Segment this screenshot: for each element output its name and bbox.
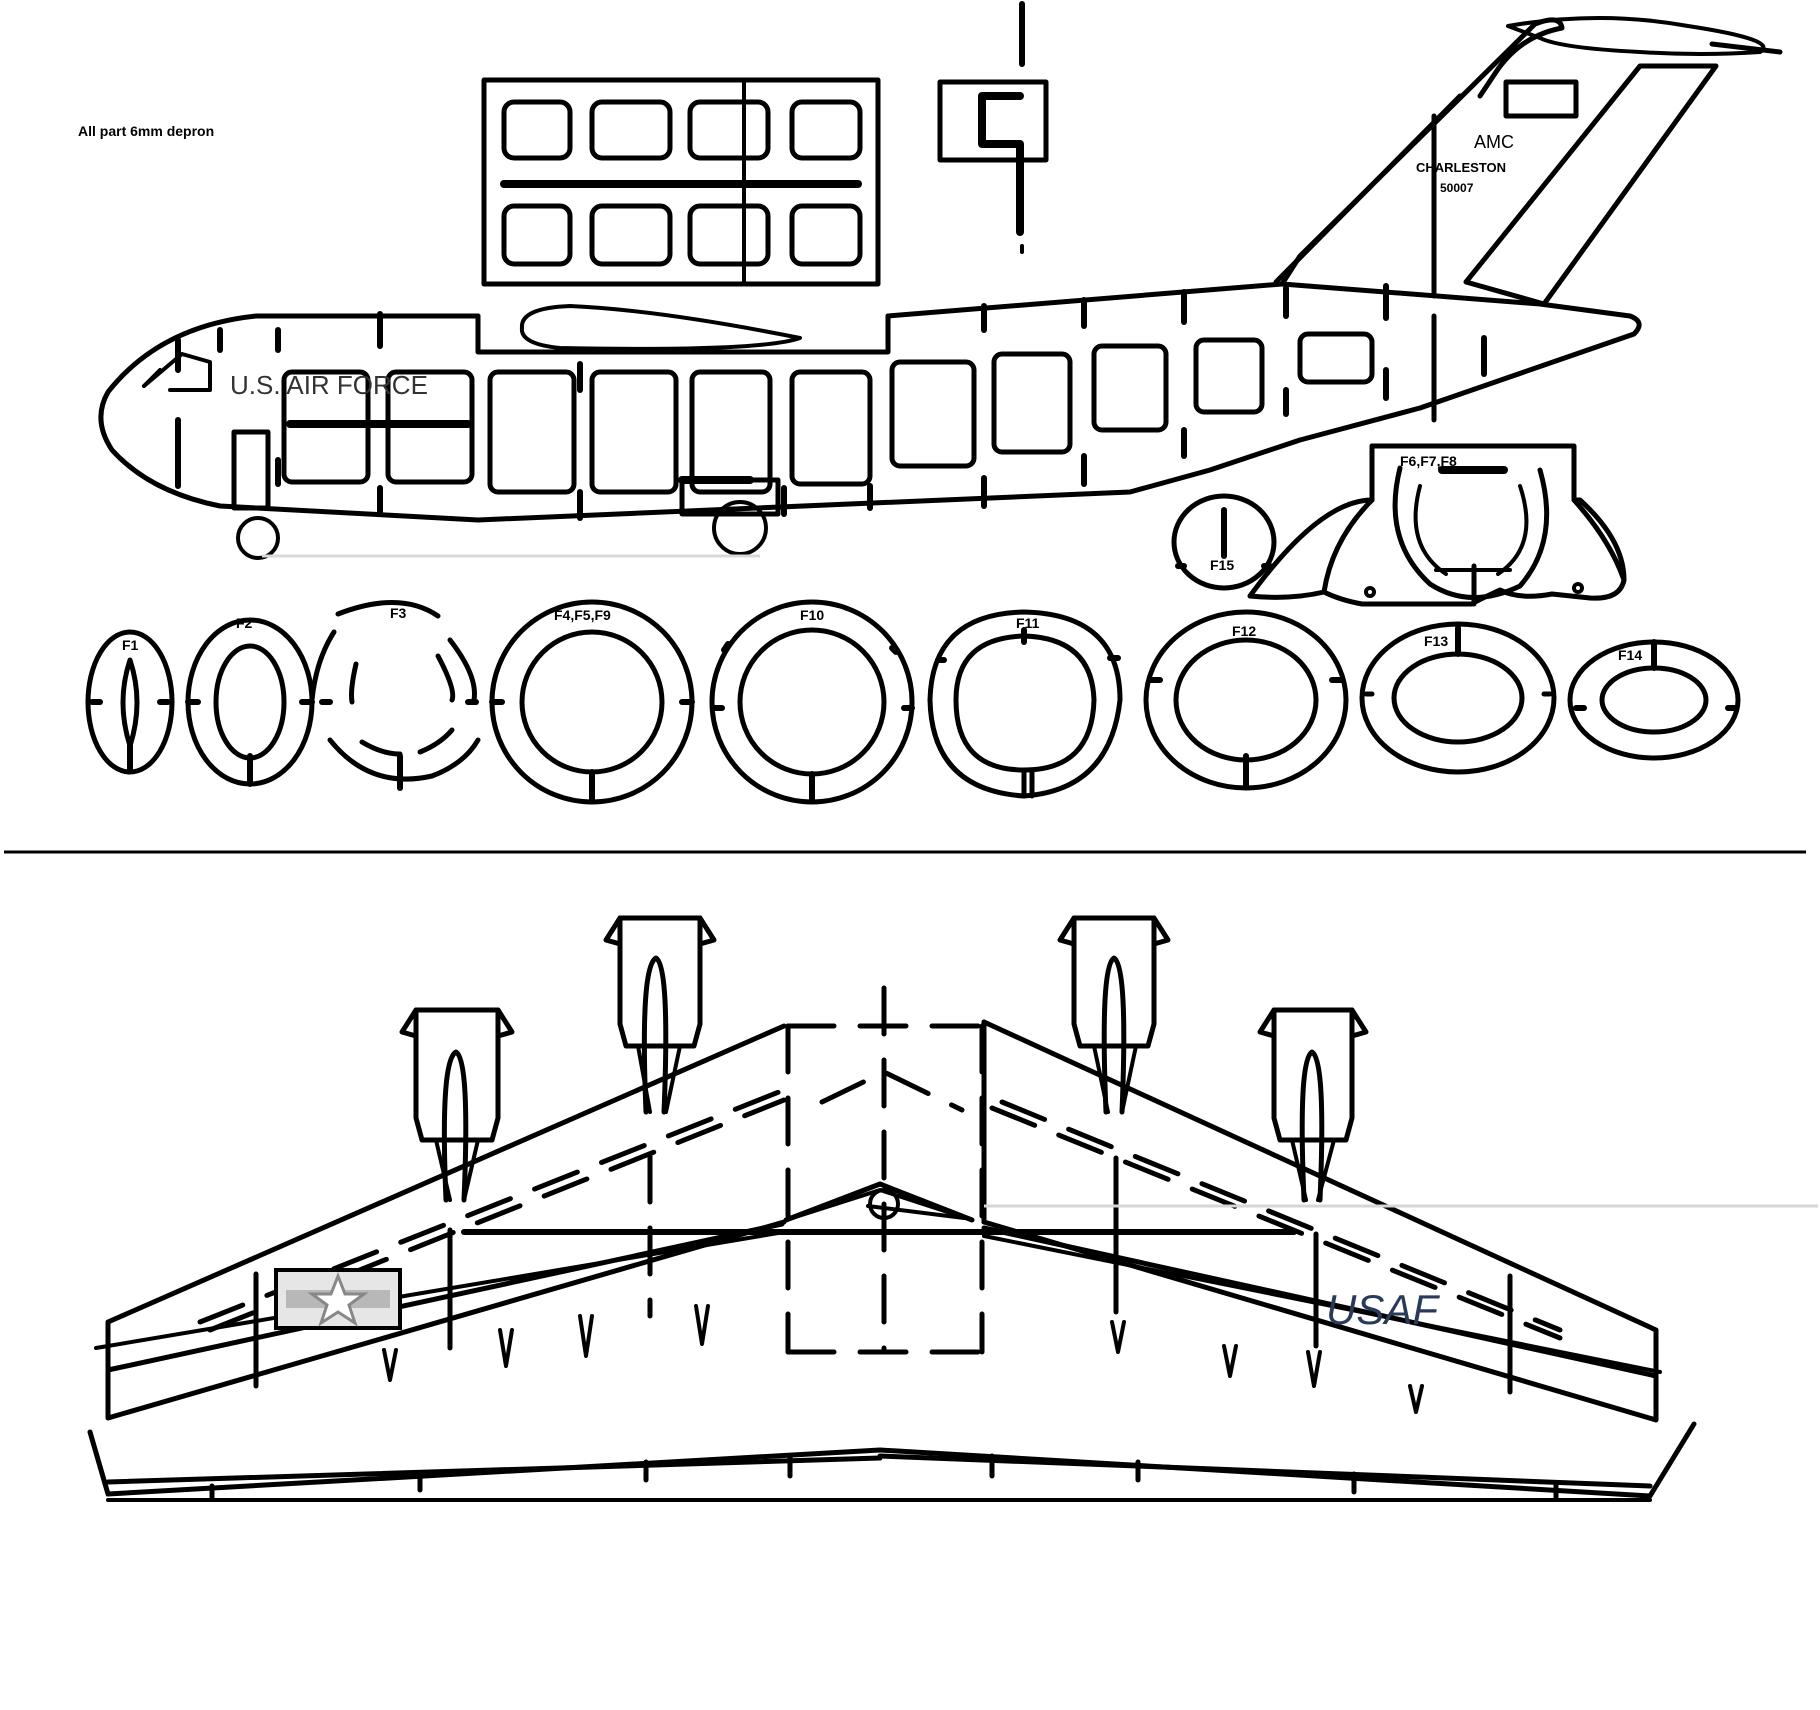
former-label-f4: F4,F5,F9 [554, 607, 611, 623]
tail-marking-amc: AMC [1474, 132, 1514, 152]
former-f12: F12 [1143, 609, 1349, 791]
fuselage-side-view: U.S. AIR FORCE AMC CHARLESTON 50007 [98, 16, 1783, 560]
former-label-f2: F2 [236, 615, 253, 631]
engine-right-inner [1057, 915, 1171, 1115]
engine-left-outer [399, 1007, 515, 1203]
former-f11: F11 [927, 609, 1123, 799]
material-note: All part 6mm depron [78, 123, 214, 139]
engine-left-inner [603, 915, 717, 1115]
former-label-f14: F14 [1618, 647, 1642, 663]
wing-marking: USAF [1326, 1286, 1440, 1333]
former-label-f13: F13 [1424, 633, 1448, 649]
former-f2: F2 [185, 615, 315, 787]
former-label-f12: F12 [1232, 623, 1256, 639]
former-f15: F15 [1171, 493, 1277, 591]
former-label-f6: F6,F7,F8 [1400, 453, 1457, 469]
former-f14: F14 [1567, 639, 1741, 761]
fuselage-marking: U.S. AIR FORCE [230, 370, 428, 400]
former-label-f15: F15 [1210, 557, 1234, 573]
wing-plan-view: USAF [87, 985, 1697, 1502]
star-insignia-icon [274, 1268, 402, 1330]
cargo-door-panel [481, 77, 881, 287]
former-f4-f5-f9: F4,F5,F9 [489, 599, 695, 805]
former-f1: F1 [85, 629, 175, 775]
former-f10: F10 [709, 599, 915, 805]
tail-marking-base: CHARLESTON [1416, 160, 1506, 175]
former-label-f1: F1 [122, 637, 139, 653]
former-f3: F3 [309, 600, 481, 791]
former-label-f11: F11 [1016, 615, 1040, 631]
former-f6-f7-f8: F6,F7,F8 [1247, 443, 1627, 607]
former-label-f10: F10 [800, 607, 824, 623]
former-label-f3: F3 [390, 605, 407, 621]
former-f13: F13 [1359, 621, 1557, 775]
bracket-part [937, 1, 1049, 254]
tail-marking-serial: 50007 [1440, 181, 1474, 195]
engine-right-outer [1257, 1007, 1369, 1203]
